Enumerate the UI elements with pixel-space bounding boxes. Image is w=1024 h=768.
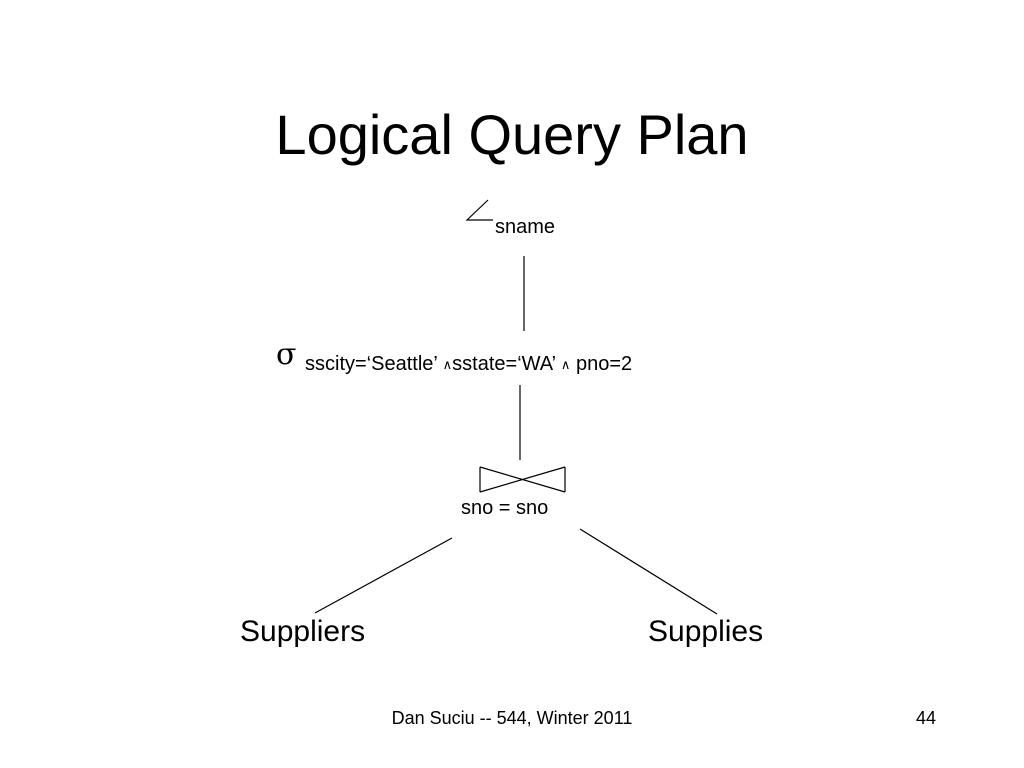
projection-attribute: sname [495, 216, 556, 238]
and-symbol-2: ∧ [560, 357, 571, 372]
selection-sigma-symbol: σ [276, 337, 297, 372]
footer-text: Dan Suciu -- 544, Winter 2011 [391, 708, 633, 728]
edge-join-left [314, 537, 453, 614]
page-number: 44 [915, 708, 936, 728]
join-condition: sno = sno [461, 497, 549, 519]
edge-join-right [579, 528, 718, 615]
selection-condition-part3: pno=2 [570, 353, 633, 375]
projection-angle-icon [465, 199, 493, 221]
bowtie-join-icon [479, 466, 566, 493]
and-symbol-1: ∧ [442, 357, 453, 372]
selection-condition-part1: sscity=‘Seattle’ [305, 353, 443, 375]
relation-suppliers: Suppliers [240, 615, 366, 648]
selection-condition-part2: sstate=‘WA’ [452, 353, 561, 375]
relation-supplies: Supplies [648, 615, 764, 648]
selection-condition: sscity=‘Seattle’ ∧sstate=‘WA’ ∧ pno=2 [305, 351, 632, 378]
slide-title: Logical Query Plan [275, 103, 749, 166]
